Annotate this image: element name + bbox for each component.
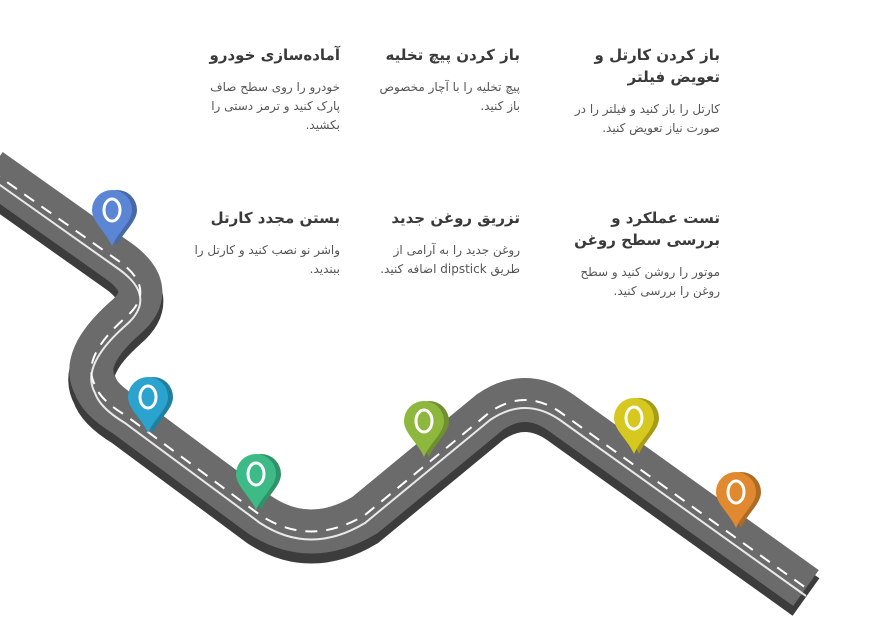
step-6: تست عملکرد و بررسی سطح روغن موتور را روش… <box>570 207 720 301</box>
map-pin-ring <box>246 461 266 487</box>
map-pin-ring <box>726 479 746 505</box>
map-pin-body <box>716 472 756 528</box>
step-2-desc: پیچ تخلیه را با آچار مخصوص باز کنید. <box>379 80 520 113</box>
step-1: آماده‌سازی خودرو خودرو را روی سطح صاف پا… <box>190 44 340 135</box>
map-pin-body <box>404 401 444 457</box>
step-4-title: بستن مجدد کارتل <box>210 209 340 227</box>
map-pin-icon <box>236 454 281 510</box>
map-pin-ring <box>138 384 158 410</box>
road-edge-line <box>0 183 807 597</box>
map-pin-body <box>128 377 168 433</box>
step-3-desc: کارتل را باز کنید و فیلتر را در صورت نیا… <box>574 102 720 135</box>
map-pin-ring <box>102 197 122 223</box>
map-pin-icon <box>128 377 173 433</box>
step-2-title: باز کردن پیچ تخلیه <box>385 46 520 64</box>
map-pin-ring <box>624 405 644 431</box>
step-1-title: آماده‌سازی خودرو <box>209 46 340 64</box>
map-pin-body <box>614 398 654 454</box>
step-6-title: تست عملکرد و بررسی سطح روغن <box>574 209 720 249</box>
map-pin-icon <box>92 190 137 246</box>
step-5-desc: روغن جدید را به آرامی از طریق dipstick ا… <box>380 243 520 276</box>
step-4-desc: واشر نو نصب کنید و کارتل را ببندید. <box>194 243 340 276</box>
step-1-desc: خودرو را روی سطح صاف پارک کنید و ترمز دس… <box>210 80 340 132</box>
step-5: تزریق روغن جدید روغن جدید را به آرامی از… <box>375 207 520 279</box>
map-pin-body <box>236 454 276 510</box>
step-3-title: باز کردن کارتل و تعویض فیلتر <box>594 46 720 86</box>
road-center-dashes <box>0 175 807 589</box>
map-pin-icon <box>614 398 659 454</box>
map-pin-icon <box>404 401 449 457</box>
step-2: باز کردن پیچ تخلیه پیچ تخلیه را با آچار … <box>375 44 520 116</box>
step-3: باز کردن کارتل و تعویض فیلتر کارتل را با… <box>570 44 720 138</box>
step-5-title: تزریق روغن جدید <box>391 209 520 227</box>
map-pin-ring <box>414 408 434 434</box>
map-pin-icon <box>716 472 761 528</box>
step-6-desc: موتور را روشن کنید و سطح روغن را بررسی ک… <box>580 265 720 298</box>
step-4: بستن مجدد کارتل واشر نو نصب کنید و کارتل… <box>190 207 340 279</box>
map-pin-body <box>92 190 132 246</box>
